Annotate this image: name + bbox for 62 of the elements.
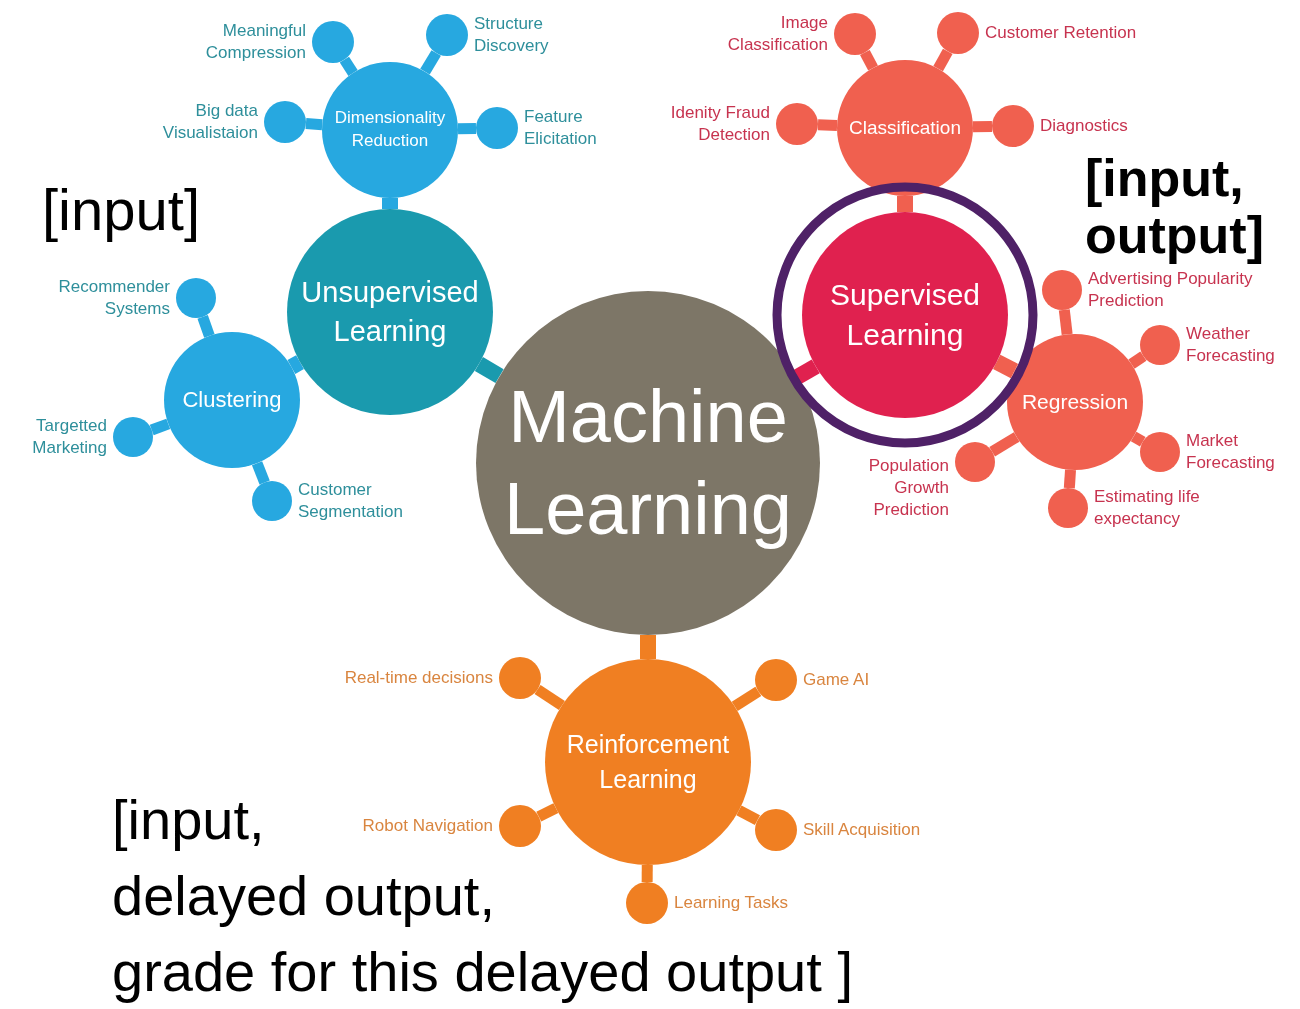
leaf-label: Image Classification <box>726 11 828 56</box>
connector-stem <box>1058 309 1073 336</box>
connector-stem <box>640 635 656 659</box>
connector-stem <box>731 686 762 712</box>
annotation-text: [input] <box>42 178 200 242</box>
leaf-label: Idenity Fraud Detection <box>669 101 770 146</box>
leaf-label: Meaningful Compression <box>204 19 306 64</box>
connector-stem <box>793 359 820 385</box>
leaf-label: Recommender Systems <box>57 275 170 320</box>
leaf-label: Market Forecasting <box>1186 429 1276 474</box>
connector-stem <box>817 119 838 131</box>
leaf-label: Game AI <box>803 668 871 691</box>
connector-stem <box>1130 431 1146 447</box>
leaf-label: Customer Retention <box>985 21 1138 44</box>
connector-stem <box>641 864 653 883</box>
connector-stem <box>197 315 215 338</box>
leaf-label: Weather Forecasting <box>1186 322 1276 367</box>
topic-label: Clustering <box>181 385 283 414</box>
connector-stem <box>534 684 565 711</box>
topic-label: Classification <box>848 115 962 140</box>
connector-stem <box>474 357 504 384</box>
leaf-label: Big data Visualistaion <box>161 99 258 144</box>
topic-label: Unsupervised Learning <box>300 274 480 349</box>
connector-stem <box>1128 351 1147 369</box>
connector-stem <box>457 122 477 135</box>
connector-stem <box>382 198 398 209</box>
leaf-label: Robot Navigation <box>361 814 493 837</box>
connector-stem <box>1063 469 1076 489</box>
connector-stem <box>993 354 1019 379</box>
topic-label: Machine Learning <box>503 373 793 552</box>
leaf-label: Customer Segmentation <box>298 478 404 523</box>
connector-stem <box>305 118 323 131</box>
annotation-text: [input, output] <box>1085 150 1265 265</box>
annotation-text: delayed output, <box>112 864 495 929</box>
topic-label: Reinforcement Learning <box>565 729 731 795</box>
connector-stem <box>989 432 1020 457</box>
connector-stem <box>933 48 953 72</box>
leaf-label: Diagnostics <box>1040 114 1129 137</box>
topic-label: Supervised Learning <box>828 276 982 353</box>
leaf-label: Population Growth Prediction <box>867 454 949 522</box>
connector-stem <box>149 418 171 436</box>
leaf-label: Structure Discovery <box>474 12 550 57</box>
connector-stem <box>339 56 358 76</box>
connector-stem <box>420 50 441 75</box>
connector-stem <box>736 805 761 825</box>
leaf-label: Advertising Popularity Prediction <box>1088 267 1254 312</box>
connector-stem <box>860 49 878 71</box>
leaf-label: Skill Acquisition <box>803 818 922 841</box>
connector-stem <box>972 120 993 133</box>
leaf-label: Targetted Marketing <box>31 414 107 459</box>
leaf-label: Learning Tasks <box>674 891 790 914</box>
connector-stem <box>251 461 270 485</box>
topic-label: Regression <box>1020 389 1130 416</box>
topic-label: Dimensionality Reduction <box>333 107 447 152</box>
annotation-text: grade for this delayed output ] <box>112 940 853 1005</box>
connector-stem <box>287 355 304 374</box>
leaf-label: Estimating life expectancy <box>1094 485 1201 530</box>
annotation-text: [input, <box>112 788 265 853</box>
leaf-label: Real-time decisions <box>343 666 493 689</box>
connector-stem <box>897 196 913 212</box>
connector-stem <box>536 803 559 822</box>
leaf-label: Feature Elicitation <box>524 105 598 150</box>
